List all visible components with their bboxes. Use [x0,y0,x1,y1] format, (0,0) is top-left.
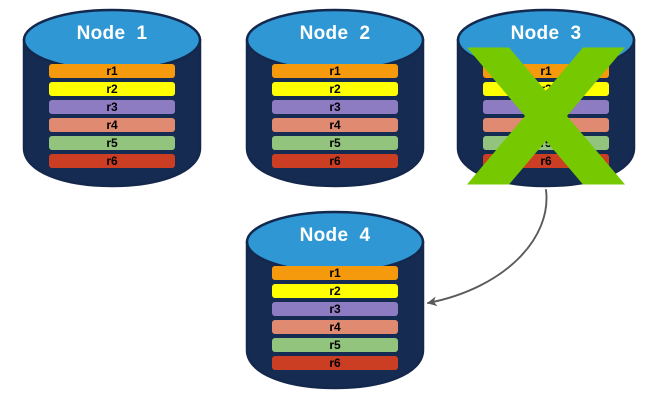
data-row[interactable]: r2 [272,82,398,96]
data-row[interactable]: r6 [272,356,398,370]
data-row[interactable]: r5 [272,338,398,352]
data-row[interactable]: r3 [49,100,175,114]
node-row-list: r1 r2 r3 r4 r5 r6 [272,266,398,370]
data-row[interactable]: r2 [49,82,175,96]
data-row[interactable]: r4 [272,320,398,334]
data-row[interactable]: r2 [272,284,398,298]
replication-arrow [426,189,548,307]
data-row[interactable]: r1 [272,64,398,78]
data-row[interactable]: r6 [49,154,175,168]
data-row[interactable]: r4 [49,118,175,132]
data-row[interactable]: r5 [49,136,175,150]
data-row[interactable]: r6 [272,154,398,168]
data-row[interactable]: r3 [272,100,398,114]
node-row-list: r1 r2 r3 r4 r5 r6 [49,64,175,168]
data-row[interactable]: r1 [49,64,175,78]
data-row[interactable]: r3 [272,302,398,316]
data-row[interactable]: r5 [272,136,398,150]
data-row[interactable]: r4 [272,118,398,132]
data-row[interactable]: r1 [272,266,398,280]
node-row-list: r1 r2 r3 r4 r5 r6 [272,64,398,168]
